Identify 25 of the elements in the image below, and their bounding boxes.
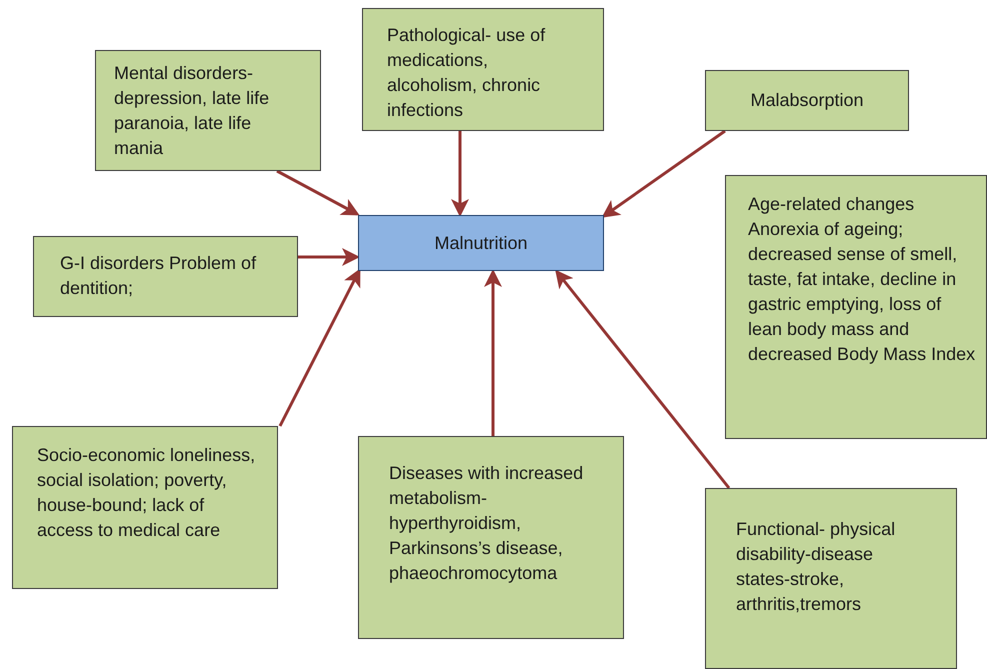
box-text: Malnutrition <box>434 232 528 254</box>
factor-box <box>95 50 321 171</box>
factor-box <box>705 70 909 131</box>
factor-box <box>358 215 604 271</box>
arrow <box>298 248 360 266</box>
box-text: Socio-economic loneliness, social isolation; poverty, house-bound; lack of access to medical care <box>37 444 256 542</box>
arrow <box>602 130 726 218</box>
factor-box <box>705 488 957 669</box>
box-text: Pathological- use of medications, alcoholism, chronic infections <box>387 24 546 122</box>
box-text: Mental disorders- depression, late life paranoia, late life mania <box>114 62 270 160</box>
arrow <box>276 170 360 216</box>
box-text: Diseases with increased metabolism- hyperthyroidism, Parkinsons’s disease, phaeochromocytoma <box>389 462 584 585</box>
arrow <box>451 131 469 217</box>
arrow <box>484 269 502 436</box>
arrow <box>278 268 360 427</box>
box-text: G-I disorders Problem of dentition; <box>60 252 258 300</box>
factor-box <box>362 8 604 131</box>
factor-box <box>33 236 298 317</box>
box-text: Functional- physical disability-disease states-stroke, arthritis,tremors <box>736 518 896 616</box>
factor-box <box>725 175 987 439</box>
box-text: Malabsorption <box>750 89 864 112</box>
box-text: Age-related changes Anorexia of ageing; decreased sense of smell, taste, fat intake, decline in gastric emptying, loss of lean body mass and decreased Body Mass Index <box>748 193 976 366</box>
factor-box <box>12 426 278 589</box>
arrow <box>555 270 730 489</box>
factor-box <box>358 436 624 639</box>
